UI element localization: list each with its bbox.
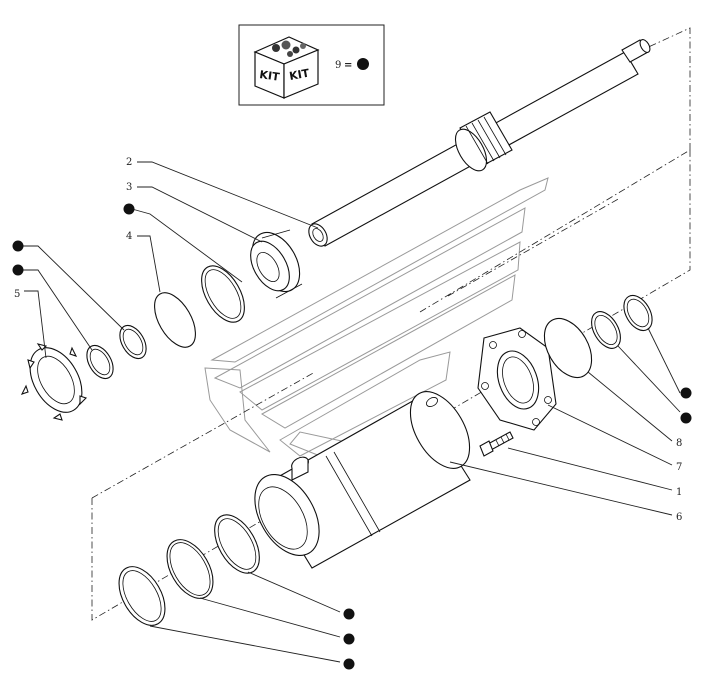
- callout-2: 2: [126, 157, 132, 168]
- piston-rod: [308, 39, 651, 247]
- callout-labels: 2 3 4 5 1 6 7 8: [14, 157, 682, 523]
- seal-ring-right-small: [623, 294, 653, 332]
- seal-ring-large-upper: [201, 265, 245, 323]
- seal-ring-lower-b: [166, 539, 214, 599]
- callout-3: 3: [126, 182, 132, 193]
- kit-box-icon: KIT KIT: [253, 36, 320, 99]
- kit-equals-sign: =: [344, 60, 352, 71]
- kit-marker-icon: [343, 608, 355, 620]
- kit-legend: KIT KIT 9 =: [238, 24, 385, 106]
- kit-marker-icon: [680, 412, 692, 424]
- kit-marker-icon: [12, 264, 24, 276]
- kit-ref-number: 9: [335, 60, 341, 71]
- kit-marker-icon: [343, 658, 355, 670]
- seal-ring-small-upper: [86, 344, 114, 380]
- snap-ring-upper: [154, 292, 196, 348]
- callout-4: 4: [126, 231, 132, 242]
- kit-marker-icon: [357, 58, 369, 70]
- seal-ring-right-large: [543, 317, 593, 379]
- cylinder-barrel: [254, 391, 471, 569]
- callout-5: 5: [14, 289, 20, 300]
- seal-ring-lower-a: [214, 514, 260, 574]
- kit-label-right: KIT: [288, 67, 311, 83]
- bolt: [479, 431, 514, 457]
- kit-marker-icon: [12, 240, 24, 252]
- kit-marker-icon: [343, 633, 355, 645]
- callout-6: 6: [676, 512, 682, 523]
- lock-washer: [20, 343, 88, 421]
- kit-label-left: KIT: [259, 68, 281, 84]
- seal-rings-upper: [86, 265, 245, 380]
- mounting-flange: [477, 327, 557, 431]
- callout-8: 8: [676, 438, 682, 449]
- watermark-logo: [204, 177, 549, 461]
- seal-ring-right-medium: [591, 311, 621, 349]
- kit-marker-icon: [123, 203, 135, 215]
- kit-markers: [12, 203, 692, 670]
- callout-1: 1: [676, 487, 682, 498]
- seal-rings-right: [543, 294, 653, 379]
- seal-ring-lower-c: [118, 566, 166, 626]
- leader-lines: [22, 161, 681, 663]
- kit-marker-icon: [680, 387, 692, 399]
- rod-guide: [250, 229, 303, 299]
- seal-rings-lower: [118, 514, 260, 626]
- seal-ring-medium-upper: [119, 324, 147, 360]
- callout-7: 7: [676, 462, 682, 473]
